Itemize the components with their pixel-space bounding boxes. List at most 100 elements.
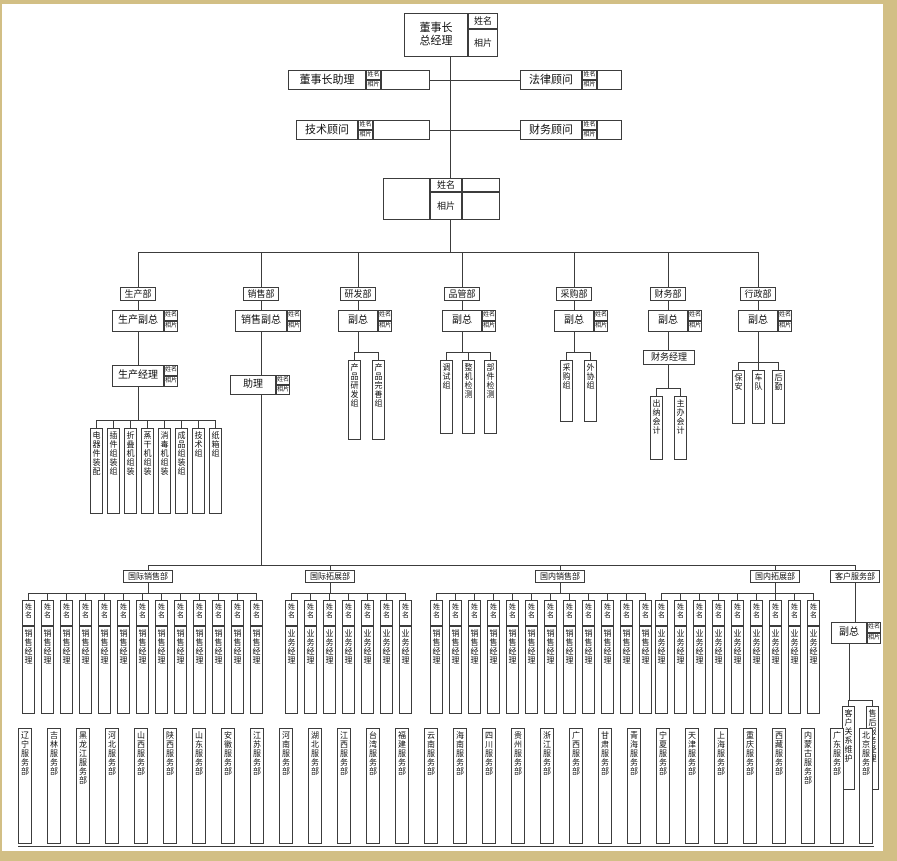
legal-advisor: 法律顾问 (520, 70, 582, 90)
connector-line (680, 593, 681, 600)
connector-line (758, 362, 759, 370)
technical-advisor-name-label: 姓名 (358, 120, 373, 130)
service-department-7: 山东服务部 (192, 728, 206, 844)
domestic-sales-manager-2-name: 姓名 (449, 600, 462, 626)
domestic-sales-manager-10-name: 姓名 (601, 600, 614, 626)
intl-expansion-manager-6-role: 业务经理 (380, 626, 393, 714)
quality-vp: 副总 (442, 310, 482, 332)
finance-group-2: 主办会计 (674, 396, 687, 460)
connector-line (138, 252, 139, 287)
connector-line (775, 583, 776, 593)
domestic-sales-manager-3-role: 销售经理 (468, 626, 481, 714)
connector-line (47, 593, 48, 600)
connector-line (560, 565, 561, 570)
intl-expansion-manager-3-role: 业务经理 (323, 626, 336, 714)
service-department-19: 浙江服务部 (540, 728, 554, 844)
connector-line (656, 388, 681, 389)
connector-line (450, 57, 451, 178)
domestic-sales-manager-3-name: 姓名 (468, 600, 481, 626)
service-department-3: 黑龙江服务部 (76, 728, 90, 844)
connector-line (455, 593, 456, 600)
technical-advisor-photo-box (373, 120, 430, 140)
intl-sales-manager-5-name: 姓名 (98, 600, 111, 626)
connector-line (330, 565, 331, 570)
intl-sales-manager-2-name: 姓名 (41, 600, 54, 626)
rnd-group-2: 产品完善组 (372, 360, 385, 440)
connector-line (430, 80, 520, 81)
technical-advisor: 技术顾问 (296, 120, 358, 140)
domestic-expansion-manager-6-role: 业务经理 (750, 626, 763, 714)
production-group-6: 成品组装组 (175, 428, 188, 514)
purchasing-vp-photo-label: 相片 (594, 321, 608, 332)
intl-sales-manager-12-role: 销售经理 (231, 626, 244, 714)
connector-line (569, 593, 570, 600)
domestic-sales-manager-1-name: 姓名 (430, 600, 443, 626)
service-department-20: 广西服务部 (569, 728, 583, 844)
connector-line (446, 352, 447, 360)
connector-line (148, 565, 149, 570)
rnd-vp-name-label: 姓名 (378, 310, 392, 321)
connector-line (680, 388, 681, 396)
legal-advisor-photo-label: 相片 (582, 80, 597, 90)
sales-vp-photo-label: 相片 (287, 321, 301, 332)
chairman-name-label: 姓名 (468, 13, 498, 29)
purchasing-vp-name-label: 姓名 (594, 310, 608, 321)
connector-line (758, 252, 759, 287)
intl-sales-manager-10-name: 姓名 (193, 600, 206, 626)
production-manager-name-label: 姓名 (164, 365, 178, 376)
connector-line (626, 593, 627, 600)
subdept-domestic-sales: 国内销售部 (535, 570, 585, 583)
dept-admin: 行政部 (740, 287, 776, 301)
chairman-assistant-name-label: 姓名 (366, 70, 381, 80)
intl-sales-manager-7-name: 姓名 (136, 600, 149, 626)
connector-line (436, 593, 645, 594)
service-department-27: 西藏服务部 (772, 728, 786, 844)
service-department-14: 福建服务部 (395, 728, 409, 844)
window-frame-bottom (0, 851, 897, 861)
domestic-sales-manager-6-role: 销售经理 (525, 626, 538, 714)
domestic-expansion-manager-3-name: 姓名 (693, 600, 706, 626)
connector-line (147, 420, 148, 428)
connector-line (261, 332, 262, 375)
connector-line (386, 593, 387, 600)
connector-line (138, 252, 758, 253)
connector-line (378, 352, 379, 360)
sales-assistant: 助理 (230, 375, 276, 395)
service-department-2: 吉林服务部 (47, 728, 61, 844)
connector-line (113, 420, 114, 428)
intl-sales-manager-1-name: 姓名 (22, 600, 35, 626)
connector-line (758, 301, 759, 310)
domestic-expansion-manager-4-role: 业务经理 (712, 626, 725, 714)
intl-expansion-manager-6-name: 姓名 (380, 600, 393, 626)
intl-expansion-manager-5-role: 业务经理 (361, 626, 374, 714)
service-department-21: 甘肃服务部 (598, 728, 612, 844)
admin-group-2: 车队 (752, 370, 765, 424)
connector-line (261, 395, 262, 565)
connector-line (123, 593, 124, 600)
subdept-customer-service: 客户服务部 (830, 570, 880, 583)
connector-line (656, 388, 657, 396)
subdept-intl-sales: 国际销售部 (123, 570, 173, 583)
connector-line (96, 420, 97, 428)
admin-group-3: 后勤 (772, 370, 785, 424)
connector-line (645, 593, 646, 600)
service-department-24: 天津服务部 (685, 728, 699, 844)
service-department-16: 海南服务部 (453, 728, 467, 844)
finance-vp-photo-label: 相片 (688, 321, 702, 332)
intl-expansion-manager-2-name: 姓名 (304, 600, 317, 626)
service-department-10: 河南服务部 (279, 728, 293, 844)
production-group-5: 消毒机组装 (158, 428, 171, 514)
dept-finance: 财务部 (650, 287, 686, 301)
service-department-18: 贵州服务部 (511, 728, 525, 844)
legal-advisor-name-label: 姓名 (582, 70, 597, 80)
quality-vp-photo-label: 相片 (482, 321, 496, 332)
sales-vp: 销售副总 (235, 310, 287, 332)
connector-line (738, 362, 739, 370)
connector-line (758, 332, 759, 362)
intl-expansion-manager-3-name: 姓名 (323, 600, 336, 626)
finance-group-1: 出纳会计 (650, 396, 663, 460)
service-department-11: 湖北服务部 (308, 728, 322, 844)
dept-production: 生产部 (120, 287, 156, 301)
domestic-sales-manager-5-role: 销售经理 (506, 626, 519, 714)
